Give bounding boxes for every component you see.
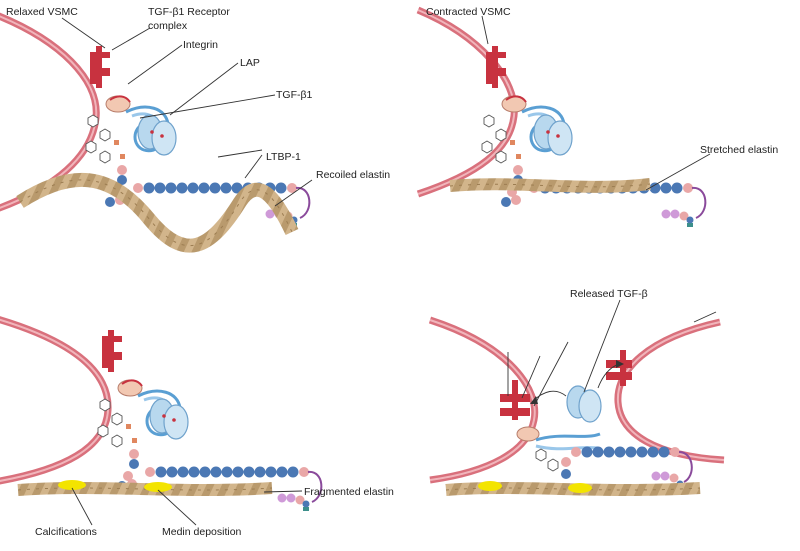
vsmc-membrane-bottom-right-right — [614, 318, 725, 464]
fragmented-elastin-fiber — [17, 482, 273, 496]
label-recoiled-elastin: Recoiled elastin — [316, 169, 390, 181]
label-contracted-vsmc: Contracted VSMC — [426, 6, 511, 18]
label-lap: LAP — [240, 57, 260, 69]
receptor-left-cell — [500, 380, 530, 420]
label-integrin: Integrin — [183, 39, 218, 51]
released-tgf-beta — [566, 385, 602, 423]
recoiled-elastin-fiber — [16, 172, 299, 253]
tgf-complex-contracted — [480, 44, 707, 229]
label-medin-deposition: Medin deposition — [162, 526, 242, 538]
label-tgf-b1: TGF-β1 — [276, 89, 313, 101]
calcification-deposit — [58, 480, 86, 490]
medin-deposit — [144, 482, 172, 492]
label-fragmented-elastin: Fragmented elastin — [304, 486, 394, 498]
panel-relaxed: Relaxed VSMC TGF-β1 Receptor complex Int… — [0, 6, 390, 253]
panel-contracted: Contracted VSMC Stretched elastin — [416, 6, 778, 229]
panel-released: Released TGF-β — [428, 288, 725, 496]
vsmc-membrane-bottom-left — [0, 316, 112, 485]
ltbp-chain-released — [561, 446, 693, 488]
label-released-tgf-beta: Released TGF-β — [570, 288, 648, 300]
label-stretched-elastin: Stretched elastin — [700, 144, 778, 156]
label-ltbp1: LTBP-1 — [266, 151, 301, 163]
label-relaxed-vsmc: Relaxed VSMC — [6, 6, 78, 18]
panel-fragmented: Calcifications Medin deposition Fragment… — [0, 316, 394, 538]
label-receptor-complex-1: TGF-β1 Receptor — [148, 6, 230, 18]
label-calcifications: Calcifications — [35, 526, 97, 538]
label-receptor-complex-2: complex — [148, 20, 188, 32]
